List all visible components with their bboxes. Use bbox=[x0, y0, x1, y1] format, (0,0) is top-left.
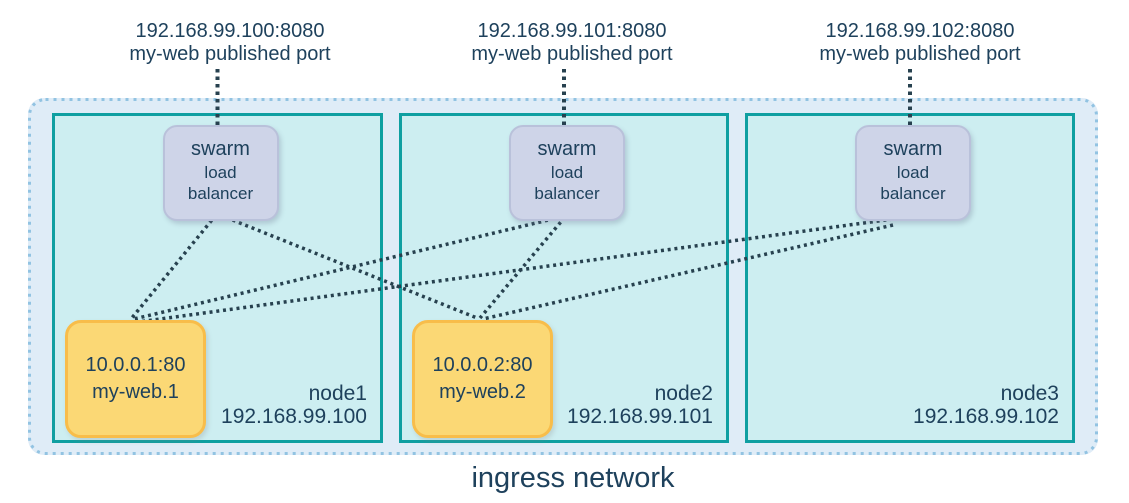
node1-label: node1 192.168.99.100 bbox=[221, 382, 367, 428]
load-balancer-label: swarm bbox=[537, 138, 597, 160]
published-port-caption: my-web published port bbox=[819, 43, 1021, 65]
load-balancer-label: load bbox=[204, 163, 237, 182]
node3-label: node3 192.168.99.102 bbox=[913, 382, 1059, 428]
published-port-address: 192.168.99.102:8080 bbox=[825, 20, 1015, 42]
load-balancer-label: balancer bbox=[187, 184, 254, 203]
node3-load-balancer-box: swarm load balancer bbox=[855, 125, 971, 221]
node1-box: swarm load balancer 10.0.0.1:80 my-web.1… bbox=[52, 113, 383, 443]
load-balancer-label: load bbox=[896, 163, 930, 182]
node-name: node3 bbox=[1000, 382, 1059, 405]
load-balancer-label: swarm bbox=[883, 138, 943, 160]
task-name: my-web.2 bbox=[439, 381, 526, 403]
task-box-my-web-2: 10.0.0.2:80 my-web.2 bbox=[412, 320, 553, 438]
task-box-my-web-1: 10.0.0.1:80 my-web.1 bbox=[65, 320, 206, 438]
published-port-label-node3: 192.168.99.102:8080 my-web published por… bbox=[790, 20, 1050, 66]
task-name: my-web.1 bbox=[92, 381, 179, 403]
node2-label: node2 192.168.99.101 bbox=[567, 382, 713, 428]
task-address: 10.0.0.2:80 bbox=[432, 354, 533, 376]
ingress-network-title: ingress network bbox=[471, 462, 675, 494]
published-port-address: 192.168.99.101:8080 bbox=[477, 20, 667, 42]
load-balancer-label: swarm bbox=[191, 138, 250, 160]
node-ip: 192.168.99.101 bbox=[567, 405, 713, 428]
node2-box: swarm load balancer 10.0.0.2:80 my-web.2… bbox=[399, 113, 729, 443]
published-port-label-node1: 192.168.99.100:8080 my-web published por… bbox=[100, 20, 360, 66]
published-port-address: 192.168.99.100:8080 bbox=[135, 20, 325, 42]
published-port-label-node2: 192.168.99.101:8080 my-web published por… bbox=[442, 20, 702, 66]
node2-load-balancer-box: swarm load balancer bbox=[509, 125, 625, 221]
node3-box: swarm load balancer node3 192.168.99.102 bbox=[745, 113, 1075, 443]
node1-load-balancer-box: swarm load balancer bbox=[162, 125, 279, 221]
published-port-caption: my-web published port bbox=[129, 43, 331, 65]
node-ip: 192.168.99.100 bbox=[221, 405, 367, 428]
node-name: node2 bbox=[654, 382, 713, 405]
load-balancer-label: balancer bbox=[534, 184, 600, 203]
node-ip: 192.168.99.102 bbox=[913, 405, 1059, 428]
published-port-caption: my-web published port bbox=[471, 43, 673, 65]
load-balancer-label: balancer bbox=[880, 184, 946, 203]
node-name: node1 bbox=[308, 382, 367, 405]
load-balancer-label: load bbox=[550, 163, 584, 182]
task-address: 10.0.0.1:80 bbox=[85, 354, 186, 376]
